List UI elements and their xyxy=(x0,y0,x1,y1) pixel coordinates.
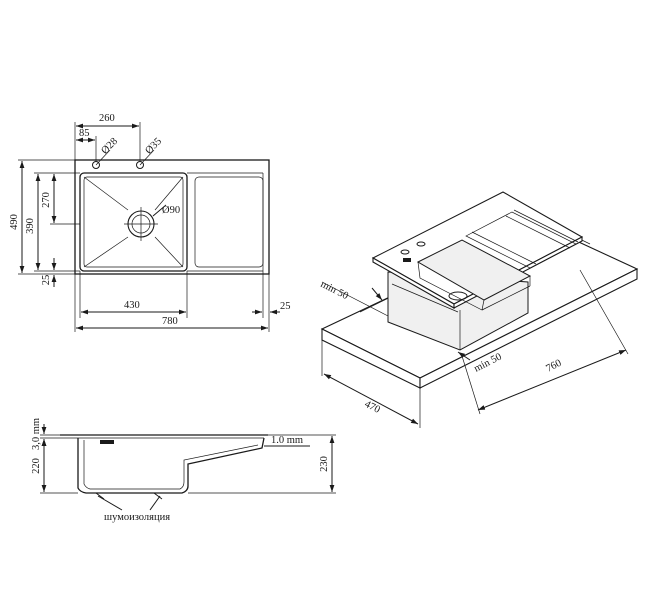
insulation-label: шумоизоляция xyxy=(104,512,170,523)
dim-470-label: 470 xyxy=(363,399,382,416)
dim-230-label: 230 xyxy=(319,456,330,472)
dim-220-label: 220 xyxy=(31,458,42,474)
bowl-outline xyxy=(79,172,188,272)
drain-90-label: Ø90 xyxy=(162,205,180,216)
iso-logo xyxy=(403,258,411,262)
iso-tap-hole-2 xyxy=(416,241,426,247)
dim-25-bottom-label: 25 xyxy=(280,301,291,312)
dim-760-label: 760 xyxy=(544,358,563,375)
dim-3mm-label: 3,0 mm xyxy=(31,418,42,450)
iso-tap-hole-1 xyxy=(400,249,410,255)
dim-1mm-label: 1.0 mm xyxy=(271,435,303,446)
dim-260-label: 260 xyxy=(99,113,115,124)
countertop-side xyxy=(419,268,638,389)
dim-430-label: 430 xyxy=(124,300,140,311)
top-view: Ø90 Ø28 Ø35 260 85 490 390 270 25 xyxy=(9,113,291,332)
section-view: 3,0 mm 220 230 1.0 mm шумоизоляция xyxy=(31,418,336,523)
insulation-leader-2 xyxy=(149,495,161,511)
hole-28-label: Ø28 xyxy=(100,136,121,157)
dim-270-label: 270 xyxy=(41,192,52,208)
section-logo xyxy=(100,440,114,444)
dim-85-label: 85 xyxy=(79,128,90,139)
drainboard-outline xyxy=(194,176,264,268)
bowl-inner xyxy=(83,176,184,268)
sink-outline xyxy=(74,159,270,275)
hole-35-label: Ø35 xyxy=(144,136,165,157)
iso-drain xyxy=(448,291,468,301)
dim-390-label: 390 xyxy=(25,218,36,234)
dim-25-side-label: 25 xyxy=(41,275,52,286)
dim-min50-a-label: min 50 xyxy=(319,279,350,302)
insulation-leader-1 xyxy=(97,495,123,511)
drain-leader xyxy=(152,204,167,217)
section-bowl-profile xyxy=(77,437,265,494)
dim-780-label: 780 xyxy=(162,316,178,327)
iso-view: min 50 min 50 470 760 xyxy=(319,191,639,428)
iso-drainboard xyxy=(465,211,577,269)
dim-490-label: 490 xyxy=(9,214,20,230)
